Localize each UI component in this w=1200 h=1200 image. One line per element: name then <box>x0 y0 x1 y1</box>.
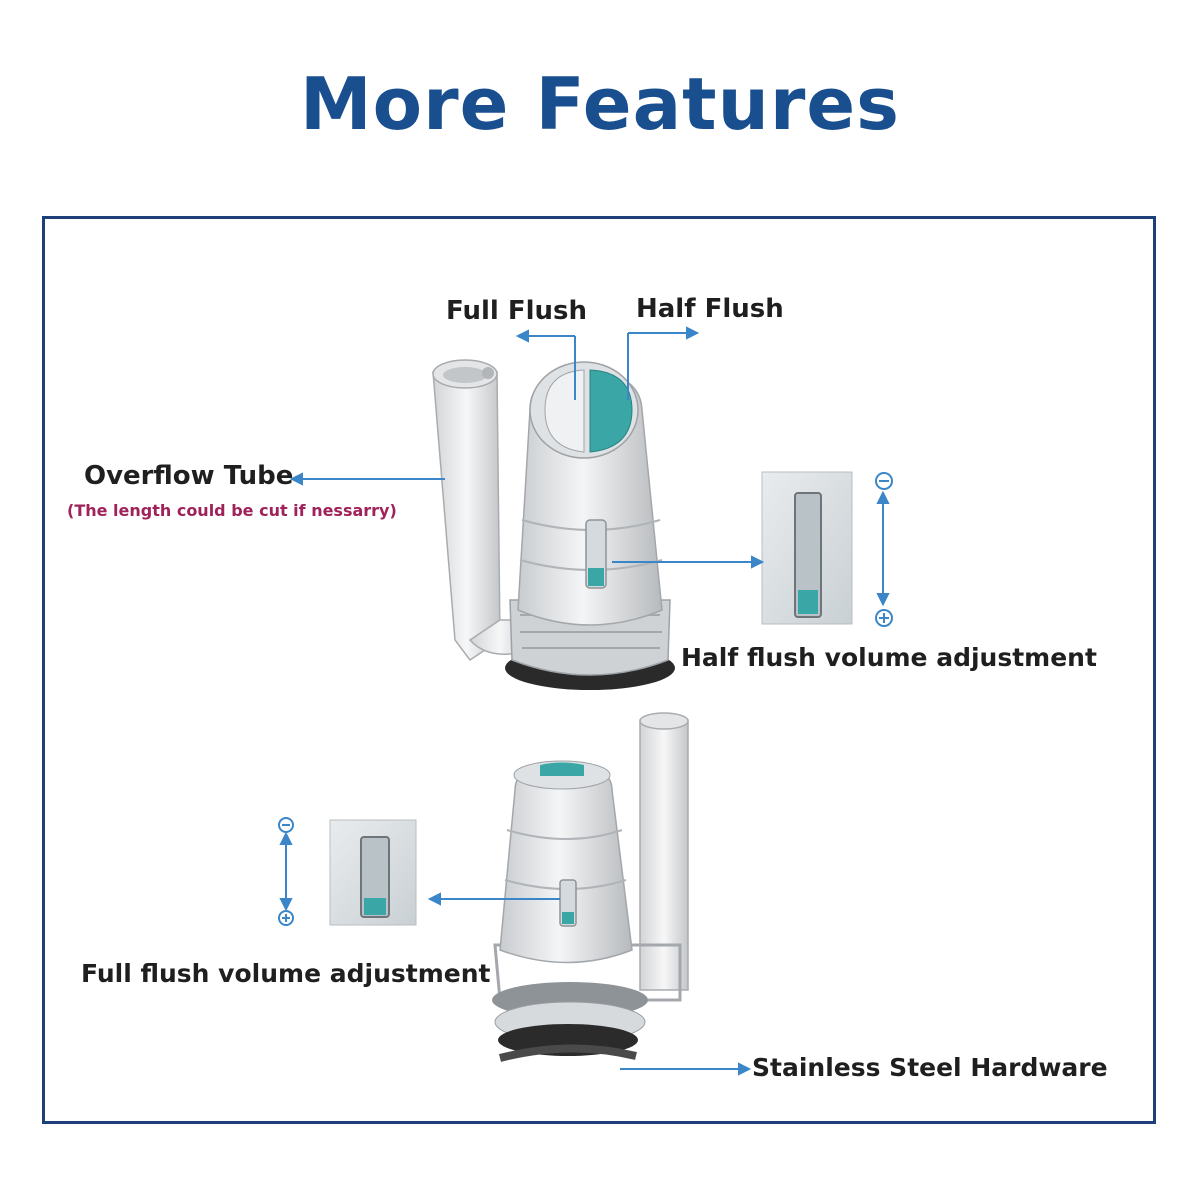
overflow-tube-note: (The length could be cut if nessarry) <box>67 501 397 520</box>
half-flush-window-zoom <box>761 471 853 625</box>
minus-circle-icon <box>278 817 294 833</box>
minus-circle-icon <box>875 472 893 490</box>
overflow-tube-label: Overflow Tube <box>84 461 294 491</box>
upper-flush-valve <box>432 359 675 690</box>
half-flush-label: Half Flush <box>636 294 784 324</box>
full-flush-label: Full Flush <box>446 296 588 326</box>
full-flush-adjust-label: Full flush volume adjustment <box>81 959 491 988</box>
plus-circle-icon <box>278 910 294 926</box>
half-flush-adjust-label: Half flush volume adjustment <box>681 643 1097 672</box>
arrow-icon <box>279 326 890 1076</box>
lower-flush-valve <box>492 712 689 1062</box>
stainless-label: Stainless Steel Hardware <box>752 1053 1108 1082</box>
plus-circle-icon <box>875 609 893 627</box>
page-title: More Features <box>299 62 901 146</box>
full-flush-window-zoom <box>329 819 417 926</box>
feature-frame <box>42 216 1156 1124</box>
